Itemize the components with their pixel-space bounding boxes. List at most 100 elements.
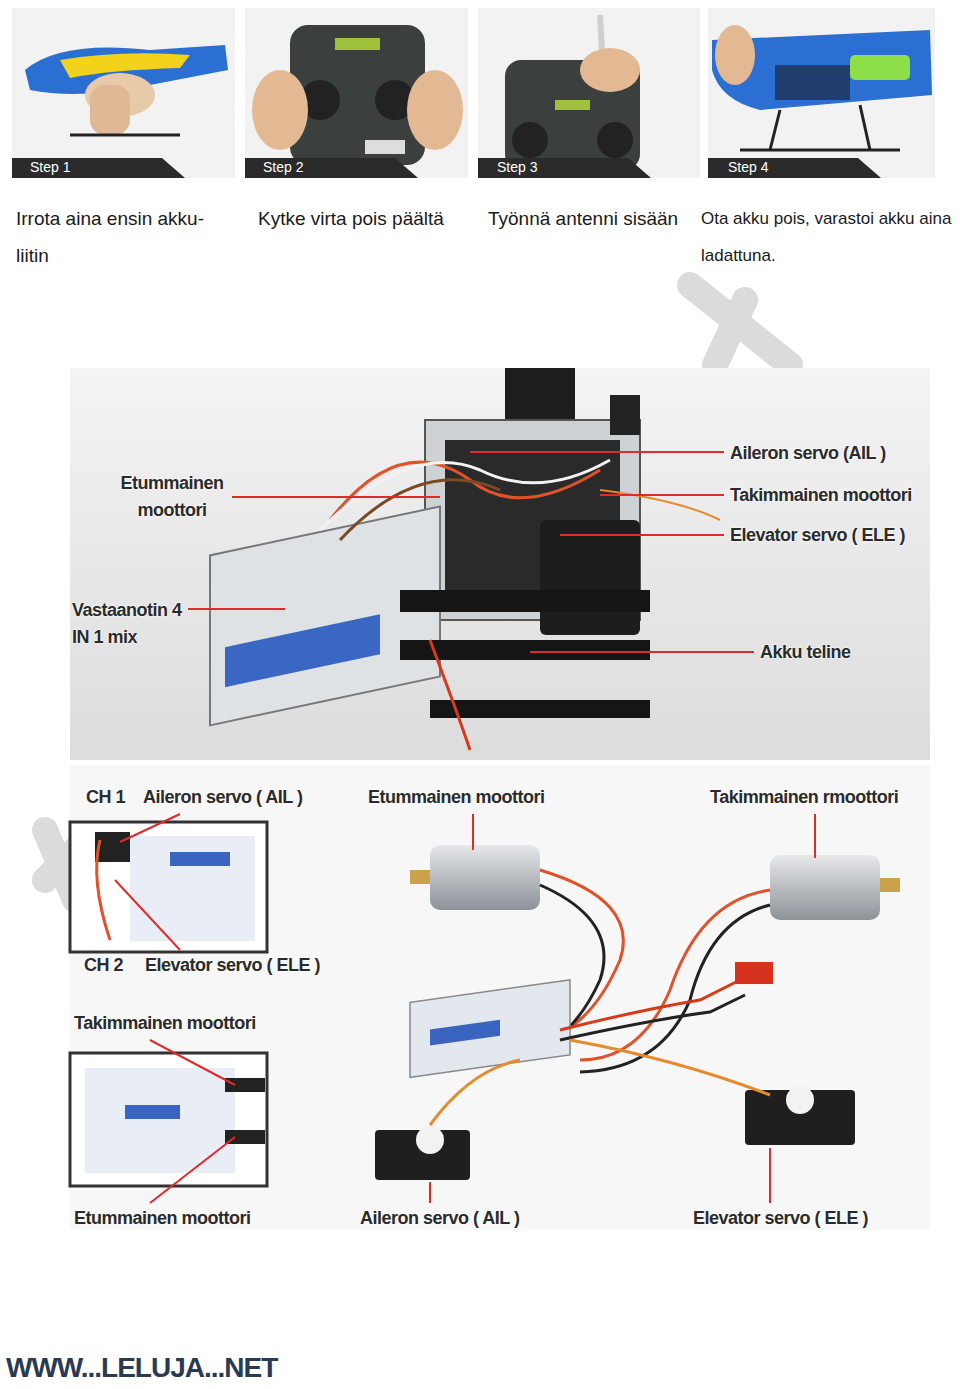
step-photo — [628, 158, 651, 178]
step-photo — [860, 105, 870, 150]
step-photo — [775, 65, 850, 100]
step-photo — [12, 8, 935, 178]
step-photo — [395, 158, 418, 178]
leader-line — [530, 651, 754, 653]
watermark-cross — [715, 300, 745, 365]
step-photo — [365, 140, 405, 154]
part-label: Aileron servo ( AIL ) — [143, 784, 303, 811]
components-photo — [125, 1105, 180, 1119]
leader-line — [470, 451, 724, 453]
step-photo — [478, 8, 700, 178]
caption: Työnnä antenni sisään — [488, 200, 678, 237]
part-label: Aileron servo (AIL ) — [730, 440, 886, 467]
helicopter-frame-photo — [540, 520, 640, 635]
components-photo — [70, 822, 267, 952]
leader-line — [232, 496, 440, 498]
leader-line — [429, 1182, 431, 1203]
watermark-cross — [690, 285, 790, 365]
step-label: Step 4 — [728, 159, 768, 175]
step-photo — [90, 85, 130, 135]
components-photo — [410, 980, 570, 1077]
step-photo — [858, 158, 881, 178]
step-photo — [70, 134, 180, 137]
leader-line — [188, 608, 285, 610]
step-photo — [512, 122, 548, 158]
leader-line — [115, 452, 815, 1203]
leader-line — [150, 1040, 235, 1085]
helicopter-frame-photo — [210, 506, 440, 725]
part-label: Etummainen moottori — [74, 1205, 251, 1232]
helicopter-frame-photo — [225, 614, 380, 687]
part-label: Elevator servo ( ELE ) — [145, 952, 320, 979]
channel-label: CH 2 — [84, 952, 123, 979]
components-photo — [430, 845, 540, 910]
step-label: Step 2 — [263, 159, 303, 175]
step-photo — [708, 158, 858, 178]
website-footer: WWW...LELUJA...NET — [6, 1352, 277, 1384]
components-photo — [570, 1040, 770, 1095]
components-photo — [170, 852, 230, 866]
part-label: Etummainen moottori — [112, 470, 232, 524]
part-label: Etummainen moottori — [368, 784, 545, 811]
components-photo — [130, 836, 255, 941]
channel-label: CH 1 — [86, 784, 125, 811]
components-photo — [430, 1020, 500, 1046]
step-photo — [162, 158, 185, 178]
step-photo — [555, 100, 590, 110]
step-photo — [850, 55, 910, 80]
helicopter-frame-photo — [340, 480, 500, 540]
step-photo — [708, 8, 935, 178]
components-photo — [225, 1130, 265, 1144]
components-photo — [880, 878, 900, 892]
part-label: Takimmainen moottori — [74, 1010, 256, 1037]
components-photo — [97, 840, 110, 940]
helicopter-frame-photo — [610, 395, 640, 435]
helicopter-frame-photo — [70, 368, 930, 760]
components-photo — [95, 832, 130, 862]
step-photo — [770, 110, 780, 150]
components-photo — [70, 765, 930, 1230]
step-photo — [12, 8, 235, 178]
part-label: Vastaanotin 4 IN 1 mix — [72, 597, 192, 651]
caption: Irrota aina ensin akku- liitin — [16, 200, 228, 274]
components-photo — [786, 1086, 814, 1114]
components-photo — [70, 765, 930, 1230]
leader-line — [814, 814, 816, 858]
part-label: Akku teline — [760, 639, 851, 666]
leader-line — [120, 814, 180, 842]
leader-line — [472, 814, 474, 850]
step-photo — [715, 25, 755, 85]
step-photo — [597, 122, 633, 158]
leader-line — [560, 534, 724, 536]
step-photo — [290, 25, 425, 165]
helicopter-frame-photo — [70, 368, 930, 760]
part-label: Elevator servo ( ELE ) — [730, 522, 905, 549]
helicopter-frame-photo — [430, 700, 650, 718]
step-photo — [580, 48, 640, 92]
leader-line — [115, 880, 180, 950]
step-photo — [245, 158, 395, 178]
step-photo — [740, 149, 900, 152]
part-label: Aileron servo ( AIL ) — [360, 1205, 520, 1232]
helicopter-frame-photo — [400, 590, 650, 612]
step-label: Step 3 — [497, 159, 537, 175]
components-photo — [770, 855, 880, 920]
part-label: Takimmainen moottori — [730, 482, 912, 509]
components-photo — [416, 1126, 444, 1154]
step-photo — [478, 158, 628, 178]
components-photo — [560, 995, 745, 1040]
leader-line — [600, 494, 724, 496]
step-photo — [407, 70, 463, 150]
components-photo — [225, 1078, 265, 1092]
step-photo — [252, 70, 308, 150]
step-photo — [335, 38, 380, 50]
leader-line — [769, 1148, 771, 1203]
components-photo — [735, 962, 773, 984]
part-label: Elevator servo ( ELE ) — [693, 1205, 868, 1232]
step-photo — [245, 8, 468, 178]
helicopter-frame-photo — [430, 640, 470, 750]
caption: Kytke virta pois päältä — [258, 200, 444, 237]
components-photo — [410, 870, 430, 884]
leader-line — [150, 1137, 235, 1203]
